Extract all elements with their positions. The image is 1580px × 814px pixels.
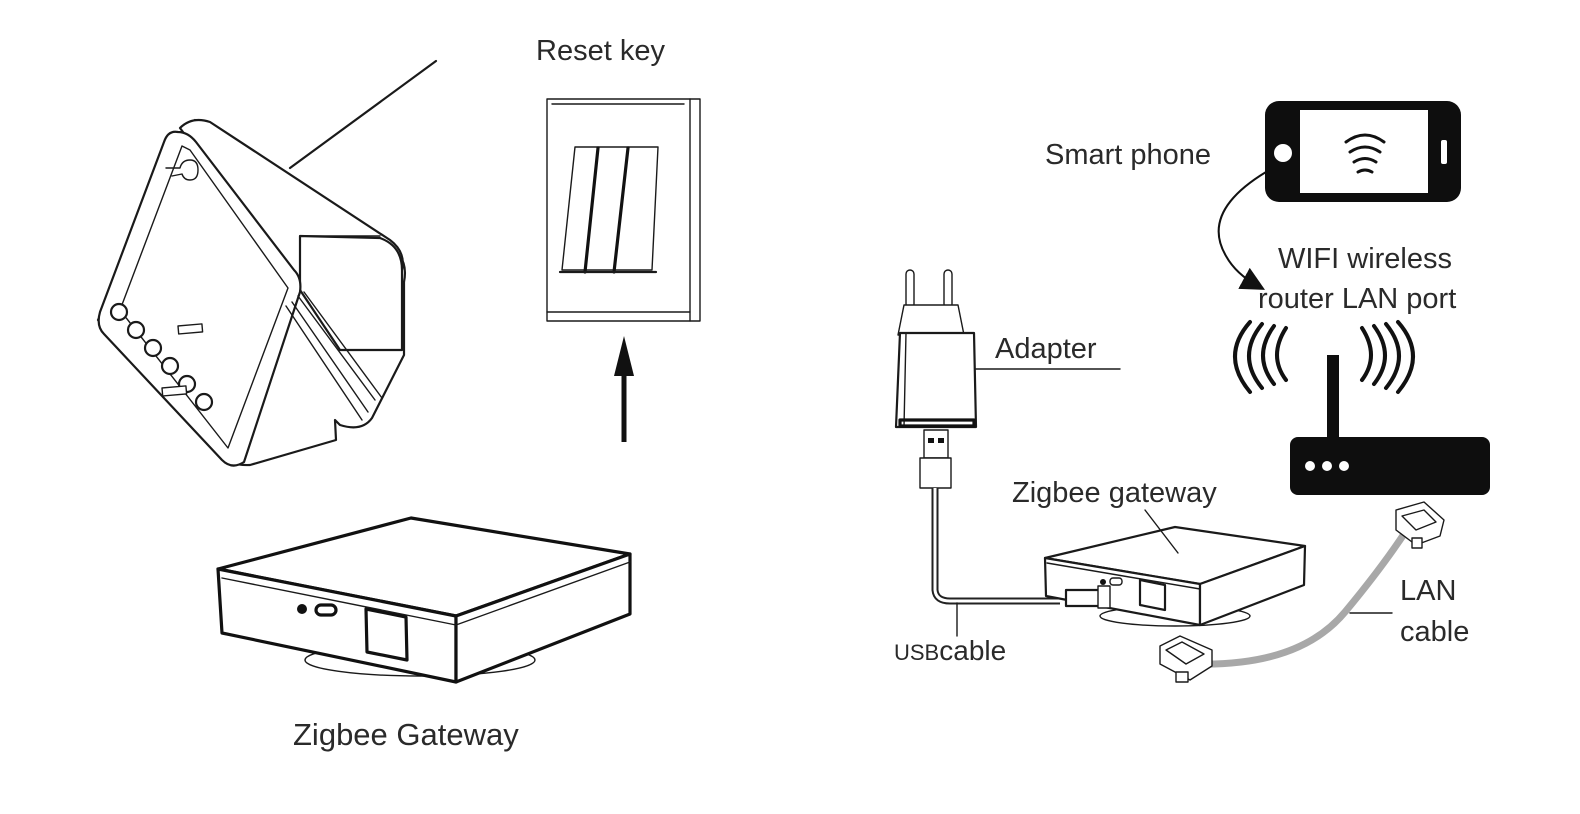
rj45-connector-top-icon [1395, 501, 1445, 549]
right-panel: Smart phone WIFI wireless router LAN por… [894, 101, 1490, 683]
reset-key-leader-line [288, 59, 438, 170]
left-panel: Reset key Zigbe [96, 35, 701, 752]
terminal-screws [109, 302, 214, 412]
lan-cable [1194, 530, 1408, 668]
lan-cable-label-line1: LAN [1400, 575, 1456, 607]
gateway-caption: Zigbee Gateway [293, 717, 519, 752]
wall-switch [546, 98, 701, 322]
reset-key-icon [165, 159, 199, 181]
router-label-line2: router LAN port [1258, 283, 1456, 315]
router-signal-waves-icon [1233, 320, 1415, 394]
usb-cable-label: USBcable [894, 635, 1006, 666]
wifi-signal-icon [1344, 133, 1386, 174]
smartphone-icon [1265, 101, 1461, 202]
router-icon [1290, 355, 1490, 495]
zigbee-gateway-large [216, 516, 632, 684]
power-adapter-icon [894, 269, 978, 489]
gateway-label: Zigbee gateway [1012, 477, 1217, 509]
zigbee-gateway-small [1043, 525, 1307, 627]
rj45-connector-bottom-icon [1159, 635, 1213, 683]
up-arrow-icon [614, 336, 634, 442]
smart-switch-module [96, 118, 407, 467]
gateway-leader-line [1144, 509, 1179, 554]
smartphone-label: Smart phone [1045, 139, 1211, 171]
phone-to-router-arrow [1217, 171, 1267, 290]
lan-cable-label-line2: cable [1400, 616, 1469, 648]
reset-key-label: Reset key [536, 35, 665, 67]
adapter-label: Adapter [995, 333, 1097, 365]
router-label-line1: WIFI wireless [1278, 243, 1452, 275]
